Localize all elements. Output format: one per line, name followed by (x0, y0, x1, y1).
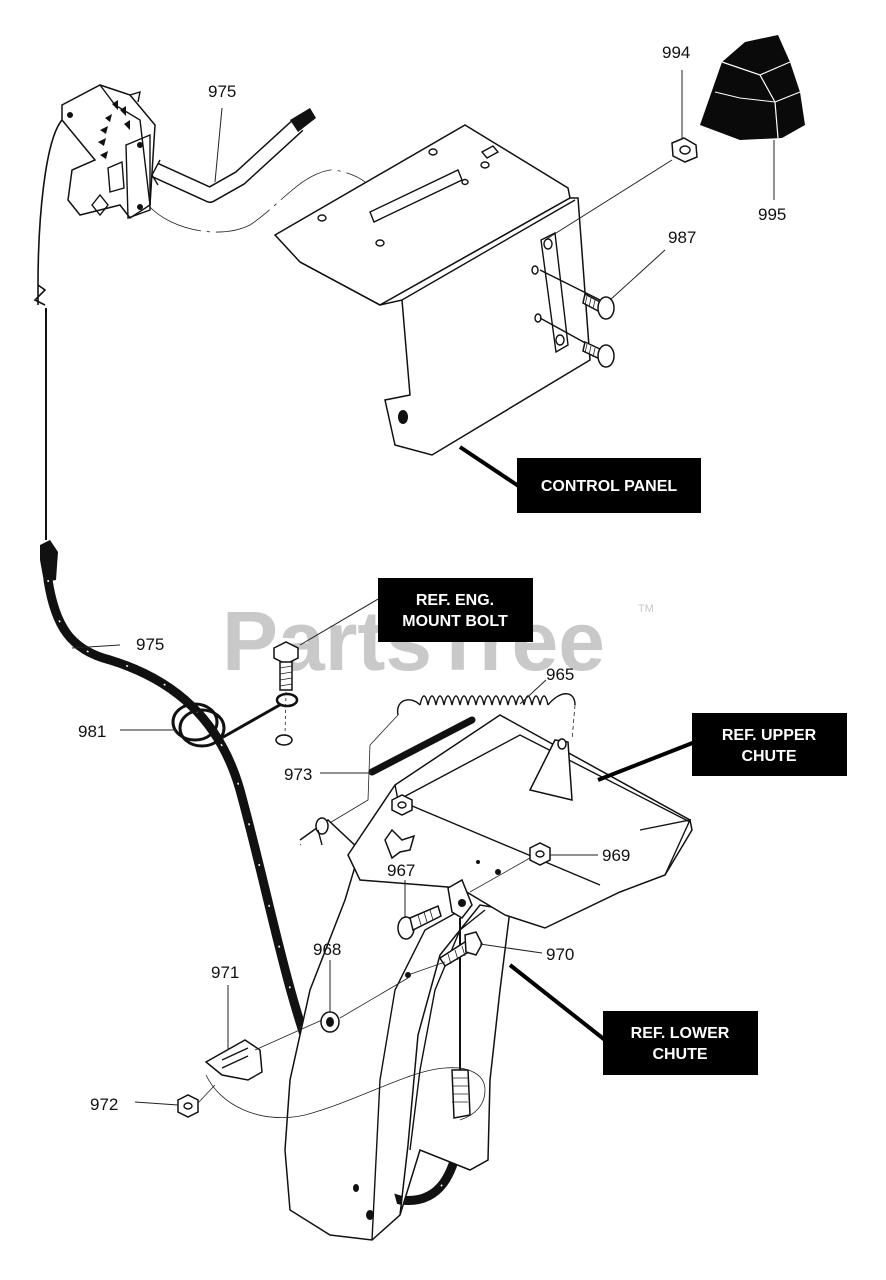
washer-968 (320, 977, 409, 1033)
callout-upper-chute-line1: REF. UPPER (722, 727, 817, 744)
callout-lower-chute: REF. LOWER CHUTE (603, 1011, 758, 1075)
callout-eng-mount-bolt-line2: MOUNT BOLT (402, 613, 508, 630)
nut-969 (469, 842, 551, 893)
cable-guide-line (147, 169, 366, 233)
clip-971 (204, 1019, 323, 1081)
label-995: 995 (758, 205, 786, 224)
nut-994 (544, 137, 698, 241)
callout-upper-chute: REF. UPPER CHUTE (692, 713, 847, 776)
label-973: 973 (284, 765, 312, 784)
nut-972 (177, 1084, 216, 1118)
bolt-967 (397, 904, 442, 940)
engine-mount-bolt (273, 594, 386, 746)
control-panel (273, 124, 591, 456)
cable-clamp-981 (171, 692, 299, 748)
knob-995 (700, 35, 805, 140)
rod-973 (368, 716, 476, 776)
watermark-trademark: TM (638, 603, 654, 615)
bolt-970 (407, 931, 483, 976)
label-972: 972 (90, 1095, 118, 1114)
bolt-987-upper (539, 269, 615, 320)
label-975-top: 975 (208, 82, 236, 101)
callout-lower-chute-line1: REF. LOWER (631, 1025, 730, 1042)
cable-anchor (447, 878, 473, 1119)
label-970: 970 (546, 945, 574, 964)
upper-chute (347, 714, 693, 929)
wing-nut (384, 828, 416, 860)
callout-eng-mount-bolt: REF. ENG. MOUNT BOLT (378, 578, 533, 642)
callout-upper-chute-line2: CHUTE (741, 748, 796, 765)
nut-upper-chute (391, 794, 413, 816)
label-969: 969 (602, 846, 630, 865)
cable-975-main (43, 575, 467, 1206)
label-975-mid: 975 (136, 635, 164, 654)
label-981: 981 (78, 722, 106, 741)
cable-975-upper (33, 119, 63, 582)
label-994: 994 (662, 43, 690, 62)
callout-lower-chute-line2: CHUTE (652, 1046, 707, 1063)
chute-control-bracket (61, 84, 156, 220)
label-965: 965 (546, 665, 574, 684)
clip-path-line (205, 1067, 486, 1121)
label-967: 967 (387, 861, 415, 880)
leader-lines (71, 70, 775, 1106)
callout-eng-mount-bolt-line1: REF. ENG. (416, 592, 494, 609)
label-971: 971 (211, 963, 239, 982)
callout-control-panel: CONTROL PANEL (517, 458, 701, 513)
label-968: 968 (313, 940, 341, 959)
callout-control-panel-text: CONTROL PANEL (541, 478, 678, 495)
control-rod-975 (151, 108, 316, 203)
label-987: 987 (668, 228, 696, 247)
lower-chute (284, 817, 511, 1241)
bolt-987-lower (539, 317, 615, 368)
